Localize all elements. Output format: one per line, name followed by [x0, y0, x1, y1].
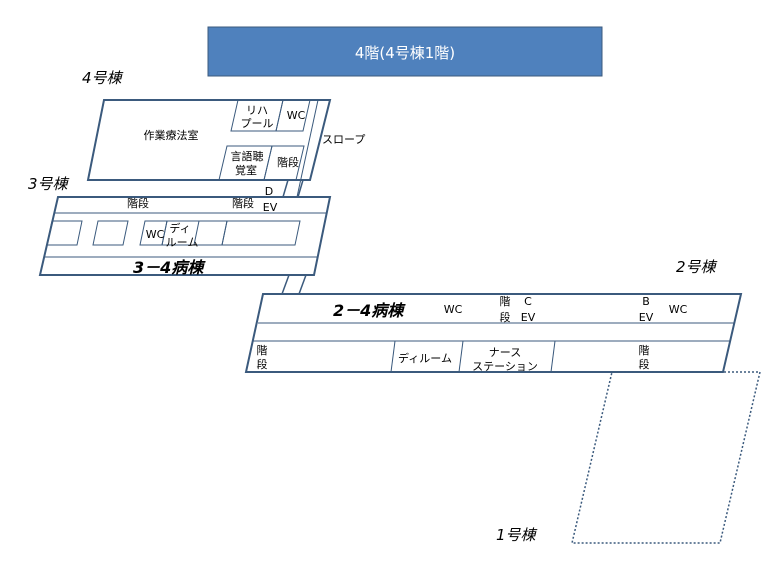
building-4-wc-label: WC: [287, 109, 306, 122]
floor-title: 4階(4号棟1階): [355, 44, 455, 62]
building-1-outline: [571, 371, 761, 544]
ward-2-4: [244, 293, 743, 373]
ward-2-4-elevator-c-2: EV: [521, 311, 536, 324]
ward-2-4-dayroom-label: ディルーム: [398, 351, 452, 365]
ward-3-4-name: 3－4病棟: [133, 258, 206, 277]
connector-3-2-right: [298, 274, 307, 295]
ward-2-4-wc-right: WC: [669, 303, 688, 316]
ward-2-4-elevator-c-1: C: [524, 295, 532, 308]
ward-3-4-room-2: [92, 220, 129, 246]
slope-label: スロープ: [322, 133, 365, 146]
ward-2-4-stairs-left-2: 段: [257, 357, 268, 371]
building-3-label: 3号棟: [28, 175, 70, 193]
ward-2-4-div-nurse-right: [550, 340, 556, 373]
ward-2-4-stairs-c-2: 段: [500, 310, 511, 324]
ward-3-4-dayroom-divider: [193, 220, 200, 246]
building-4: [86, 99, 332, 181]
slope-line: [296, 99, 319, 198]
building-1-label: 1号棟: [496, 526, 538, 544]
ward-3-4: [38, 196, 332, 276]
building-4-label: 4号棟: [82, 69, 124, 87]
ward-3-4-stairs-left: 階段: [127, 196, 149, 210]
ward-3-4-room-1: [46, 220, 83, 246]
connector-3-2-left: [281, 274, 290, 295]
ward-2-4-wc-left: WC: [444, 303, 463, 316]
building-4-stairs-room: [263, 145, 305, 181]
ward-2-4-div-dayroom-right: [458, 340, 464, 373]
ward-2-4-elevator-b-1: B: [642, 295, 650, 308]
ward-2-4-div-dayroom-left: [390, 340, 396, 373]
ward-2-4-stairs-right-2: 段: [639, 357, 650, 371]
rehab-pool-label-1: リハ: [246, 104, 268, 117]
ward-2-4-stairs-right-1: 階: [639, 343, 650, 357]
elevator-d-label-1: D: [265, 185, 273, 198]
ward-2-4-nurse-station-2: ステーション: [472, 360, 538, 373]
building-4-stairs-label: 階段: [277, 155, 299, 169]
building-4-wc-room: [275, 99, 311, 132]
ward-3-4-dayroom-label-2: ルーム: [166, 236, 199, 249]
connector-4-3-left: [282, 179, 289, 198]
ward-3-4-outline: [38, 196, 332, 276]
ward-3-4-room-3: [221, 220, 301, 246]
ward-2-4-outline: [244, 293, 743, 373]
elevator-d-label-2: EV: [263, 201, 278, 214]
ward-2-4-stairs-c-1: 階: [500, 294, 511, 308]
speech-room-label-1: 言語聴: [231, 149, 264, 163]
speech-room-label-2: 覚室: [235, 163, 257, 177]
rehab-pool-label-2: プール: [241, 117, 274, 130]
ward-2-4-elevator-b-2: EV: [639, 311, 654, 324]
floor-title-box: [207, 26, 603, 77]
ward-2-4-nurse-station-1: ナース: [489, 346, 521, 359]
ward-2-4-name: 2－4病棟: [333, 301, 406, 320]
building-2-label: 2号棟: [676, 258, 718, 276]
ward-2-4-stairs-left-1: 階: [257, 343, 268, 357]
connector-4-3-right: [297, 179, 304, 198]
ward-3-4-wc-label: WC: [146, 228, 165, 241]
ward-3-4-dayroom-label-1: ディ: [169, 221, 190, 235]
ward-3-4-stairs-right: 階段: [232, 196, 254, 210]
ot-room-label: 作業療法室: [144, 128, 199, 142]
